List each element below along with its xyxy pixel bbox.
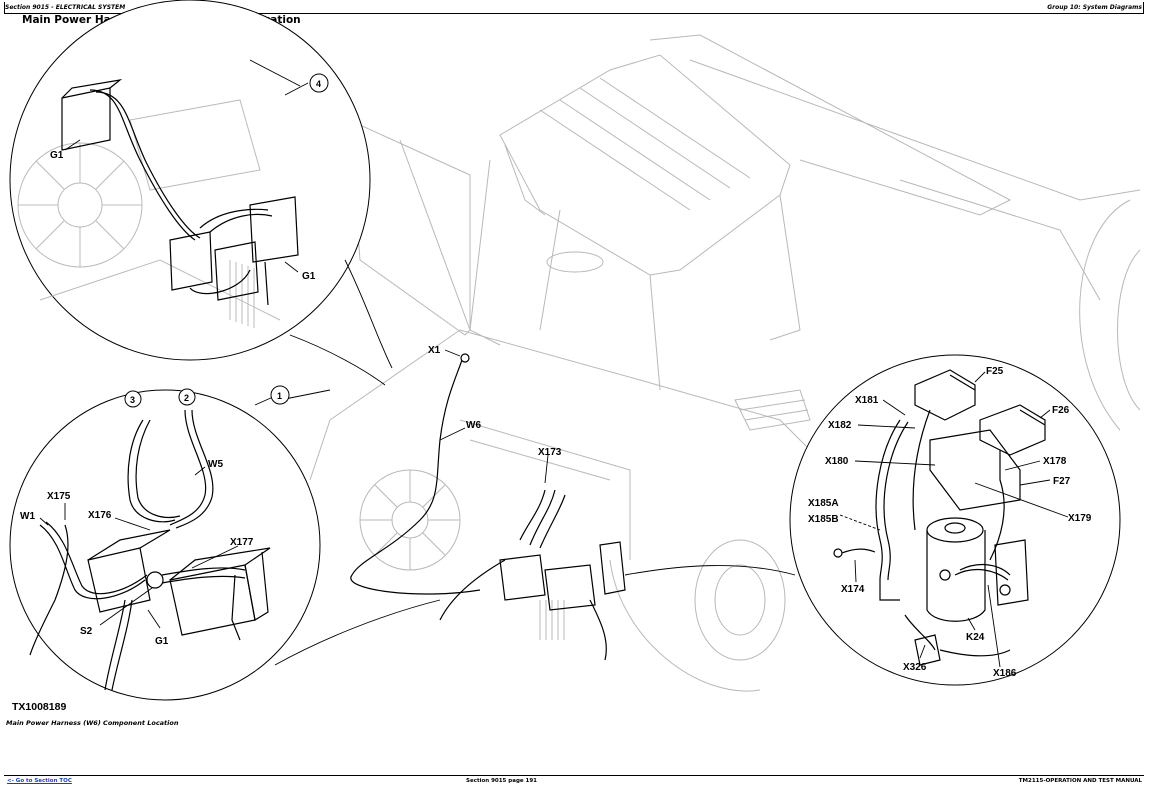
label-g1-right: G1 [302, 271, 316, 282]
callout-3: 3 [130, 395, 135, 405]
label-x185a: X185A [808, 498, 839, 509]
detail-circle-4 [9, 0, 371, 361]
label-x176: X176 [88, 510, 112, 521]
detail-4-leader-2 [289, 334, 386, 386]
header-divider [4, 13, 1144, 14]
label-x175: X175 [47, 491, 71, 502]
label-w6: W6 [466, 420, 481, 431]
label-x182: X182 [828, 420, 852, 431]
footer-divider [4, 775, 1144, 776]
go-to-section-toc-link[interactable]: <- Go to Section TOC [7, 778, 72, 784]
label-g1: G1 [155, 636, 169, 647]
label-w1: W1 [20, 511, 35, 522]
figure-id: TX1008189 [12, 701, 67, 713]
detail-fuses-leader [624, 565, 796, 576]
label-f26: F26 [1052, 405, 1070, 416]
label-x180: X180 [825, 456, 849, 467]
header-section: Section 9015 - ELECTRICAL SYSTEM [5, 4, 126, 11]
label-x186: X186 [993, 668, 1017, 679]
callout-1-circle [270, 385, 290, 405]
label-k24: K24 [966, 632, 985, 643]
detail-circle-fuses [789, 354, 1121, 686]
header-group: Group 10: System Diagrams [1047, 4, 1142, 11]
callout-1: 1 [277, 391, 282, 401]
footer-manual-title: TM2115-OPERATION AND TEST MANUAL [1018, 778, 1142, 784]
figure-caption: Main Power Harness (W6) Component Locati… [6, 719, 179, 727]
label-x1: X1 [428, 345, 441, 356]
detail-4-leader [344, 259, 393, 369]
label-x181: X181 [855, 395, 879, 406]
callout-4: 4 [316, 79, 321, 89]
label-g1-top: G1 [50, 150, 64, 161]
detail-1-leader [274, 599, 441, 666]
main-harness-w6 [350, 353, 626, 661]
label-s2: S2 [80, 626, 93, 637]
header-left-bar [4, 2, 5, 14]
label-f27: F27 [1053, 476, 1071, 487]
label-f25: F25 [986, 366, 1004, 377]
label-x177: X177 [230, 537, 254, 548]
footer-page-number: Section 9015 page 191 [466, 778, 538, 784]
callout-2: 2 [184, 393, 189, 403]
header-right-bar [1143, 2, 1144, 14]
detail-circle-1 [9, 388, 321, 701]
label-x326: X326 [903, 662, 927, 673]
label-x178: X178 [1043, 456, 1067, 467]
label-x179: X179 [1068, 513, 1092, 524]
label-leaders [39, 59, 1069, 668]
label-x173: X173 [538, 447, 562, 458]
label-x174: X174 [841, 584, 865, 595]
label-x185b: X185B [808, 514, 839, 525]
callout-4-circle [309, 73, 329, 93]
label-w5: W5 [208, 459, 223, 470]
